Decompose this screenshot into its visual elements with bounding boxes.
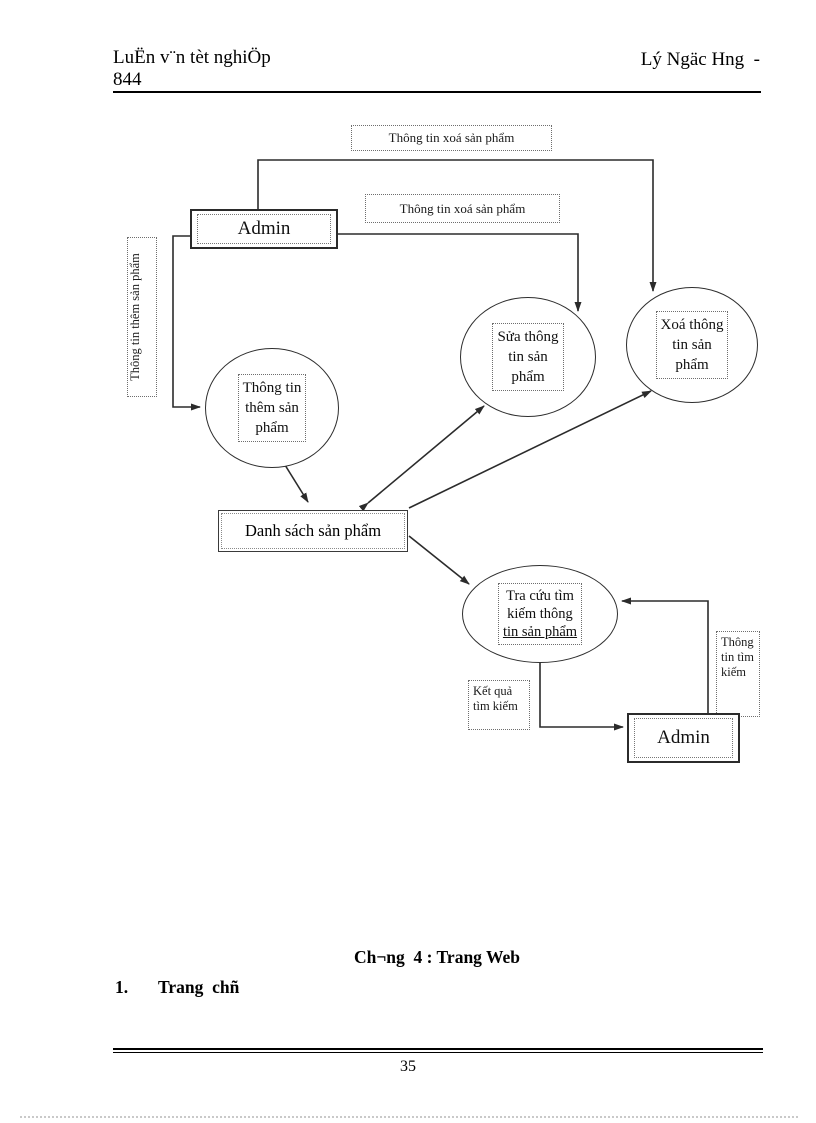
page-number: 35 xyxy=(400,1058,416,1075)
search-result-line2: tìm kiếm xyxy=(473,699,518,713)
flow-label-search-info-text: Thông tin tìm kiếm xyxy=(717,632,759,680)
flow-label-add-vertical-text: Thông tin thêm sản phẩm xyxy=(128,253,142,381)
process-delete-line2: tin sản xyxy=(672,337,712,353)
flow-label-search-info: Thông tin tìm kiếm xyxy=(716,631,760,717)
search-result-line1: Kết quả xyxy=(473,684,513,698)
process-search-line1: Tra cứu tìm xyxy=(506,588,574,604)
header-rule xyxy=(113,91,761,93)
header-title-left: LuËn v¨n tèt nghiÖp xyxy=(113,47,271,68)
flow-label-search-result-text: Kết quả tìm kiếm xyxy=(469,681,529,714)
search-info-line3: kiếm xyxy=(721,665,746,679)
flow-store-to-search xyxy=(408,535,470,585)
process-search-line2: kiếm thông xyxy=(507,606,573,622)
process-search-line3: tin sản phẩm xyxy=(502,624,578,640)
process-edit-line1: Sửa thông xyxy=(497,329,559,345)
flow-label-search-result: Kết quả tìm kiếm xyxy=(468,680,530,730)
process-edit-line3: phẩm xyxy=(511,369,545,385)
section-number: 1. xyxy=(115,977,129,997)
flow-label-delete-top: Thông tin xoá sản phẩm xyxy=(351,125,552,151)
entity-admin-source-label: Admin xyxy=(197,214,331,244)
flow-store-edit-both xyxy=(358,405,485,512)
process-delete-line3: phẩm xyxy=(675,357,709,373)
entity-admin-sink: Admin xyxy=(627,713,740,763)
process-edit-line2: tin sản xyxy=(508,349,548,365)
process-search-product-label: Tra cứu tìm kiếm thông tin sản phẩm xyxy=(497,583,583,645)
flow-add-to-store xyxy=(284,464,309,503)
page-bottom-dotted-line xyxy=(20,1116,798,1118)
entity-admin-source: Admin xyxy=(190,209,338,249)
flow-label-delete-mid: Thông tin xoá sản phẩm xyxy=(365,194,560,223)
section-title: Trang chñ xyxy=(158,977,240,997)
process-search-product: Tra cứu tìm kiếm thông tin sản phẩm xyxy=(462,565,618,663)
flow-admin-to-search xyxy=(621,597,709,713)
process-delete-product: Xoá thông tin sản phẩm xyxy=(626,287,758,403)
store-product-list: Danh sách sản phẩm xyxy=(218,510,408,552)
process-add-line2: thêm sản xyxy=(245,400,299,416)
process-add-line3: phẩm xyxy=(255,420,289,436)
process-delete-line1: Xoá thông xyxy=(660,317,724,333)
process-add-product: Thông tin thêm sản phẩm xyxy=(205,348,339,468)
header-title-right: Lý Ngäc Hng - xyxy=(640,49,760,70)
flow-admin-to-add xyxy=(172,235,201,411)
chapter-heading: Ch¬ng 4 : Trang Web xyxy=(353,947,521,967)
footer-rule xyxy=(113,1048,763,1053)
search-info-line1: Thông xyxy=(721,635,754,649)
search-info-line2: tin tìm xyxy=(721,650,754,664)
flow-label-add-vertical: Thông tin thêm sản phẩm xyxy=(127,237,157,397)
entity-admin-sink-label: Admin xyxy=(634,718,733,758)
process-edit-product-label: Sửa thông tin sản phẩm xyxy=(492,323,564,391)
process-edit-product: Sửa thông tin sản phẩm xyxy=(460,297,596,417)
flow-search-to-admin xyxy=(539,663,624,731)
process-add-product-label: Thông tin thêm sản phẩm xyxy=(237,374,307,442)
process-delete-product-label: Xoá thông tin sản phẩm xyxy=(655,311,729,379)
header-title-left-line2: 844 xyxy=(113,69,142,90)
process-add-line1: Thông tin xyxy=(242,380,302,396)
